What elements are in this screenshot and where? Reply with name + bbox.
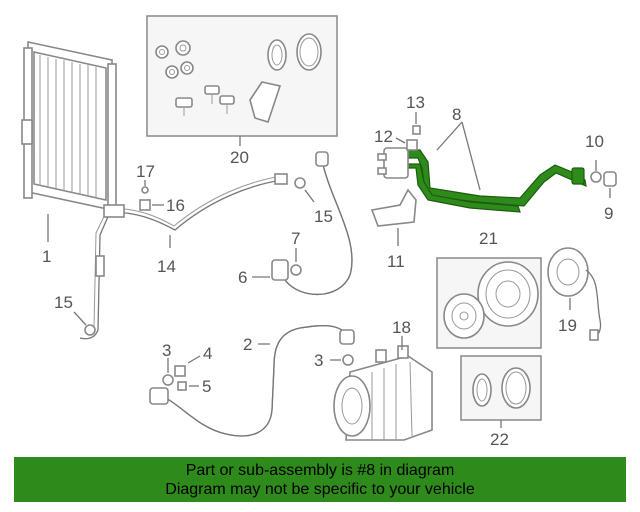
liquid-line-part-14 xyxy=(79,179,283,340)
callout-19: 19 xyxy=(558,316,577,335)
valve-cap-part-16 xyxy=(139,199,151,211)
callout-21: 21 xyxy=(479,229,498,248)
parts-diagram: 1 20 14 17 16 15 15 xyxy=(21,15,617,449)
callout-3-right: 3 xyxy=(314,351,323,370)
clutch-box-part-21 xyxy=(436,257,542,349)
condenser-part-1 xyxy=(21,41,117,215)
callout-1: 1 xyxy=(42,247,51,266)
callout-3-left: 3 xyxy=(162,341,171,360)
o-ring-part-15-upper xyxy=(294,177,306,189)
o-ring-part-3-right xyxy=(342,354,354,366)
callout-15-upper: 15 xyxy=(314,207,333,226)
callout-2: 2 xyxy=(243,335,252,354)
hardware-kit-box-part-20 xyxy=(146,15,338,137)
callout-10: 10 xyxy=(585,132,604,151)
bracket-part-11 xyxy=(370,188,417,227)
callout-18: 18 xyxy=(392,318,411,337)
o-ring-part-3-left xyxy=(162,374,174,386)
ac-line-part-8-highlighted xyxy=(399,149,587,213)
o-ring-part-10 xyxy=(590,171,602,183)
callout-16: 16 xyxy=(166,196,185,215)
callout-8: 8 xyxy=(452,105,461,124)
seal-part-17 xyxy=(141,186,149,194)
callout-6: 6 xyxy=(238,268,247,287)
callout-7: 7 xyxy=(291,229,300,248)
o-ring-part-7 xyxy=(290,264,302,276)
coil-part-19 xyxy=(547,247,602,341)
valve-part-4 xyxy=(174,365,186,377)
callout-4: 4 xyxy=(203,344,212,363)
discharge-line-part-2 xyxy=(165,324,351,437)
callout-11: 11 xyxy=(387,252,405,271)
liquid-line-fitting xyxy=(103,204,125,218)
cap-part-13 xyxy=(412,125,421,135)
line-fitting-block xyxy=(383,147,409,179)
callout-13: 13 xyxy=(406,93,425,112)
notice-banner: Part or sub-assembly is #8 in diagram Di… xyxy=(14,457,626,502)
callout-9: 9 xyxy=(604,204,613,223)
compressor-part-18 xyxy=(333,345,433,441)
cap-part-9 xyxy=(603,171,617,187)
callout-12: 12 xyxy=(374,127,393,146)
callout-15-lower: 15 xyxy=(54,293,73,312)
seal-kit-box-part-22 xyxy=(460,355,542,421)
cap-part-5 xyxy=(177,381,187,391)
callout-20: 20 xyxy=(230,148,249,167)
callout-17: 17 xyxy=(136,162,155,181)
banner-line-2: Diagram may not be specific to your vehi… xyxy=(165,481,475,498)
banner-line-1: Part or sub-assembly is #8 in diagram xyxy=(185,462,455,479)
callout-22: 22 xyxy=(490,430,509,449)
callout-14: 14 xyxy=(157,257,176,276)
o-ring-part-15-lower xyxy=(84,324,96,336)
valve-part-12 xyxy=(406,139,418,151)
callout-5: 5 xyxy=(202,377,211,396)
